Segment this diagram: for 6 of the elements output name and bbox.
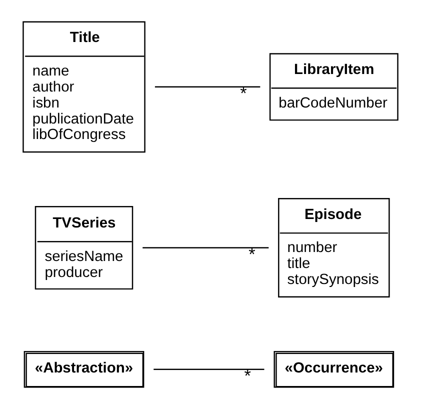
connector bbox=[142, 247, 269, 248]
connector bbox=[154, 86, 260, 88]
edge-label: * bbox=[244, 366, 251, 386]
edge-label: * bbox=[248, 244, 256, 264]
edge-label: * bbox=[240, 83, 247, 104]
connector bbox=[154, 368, 264, 370]
